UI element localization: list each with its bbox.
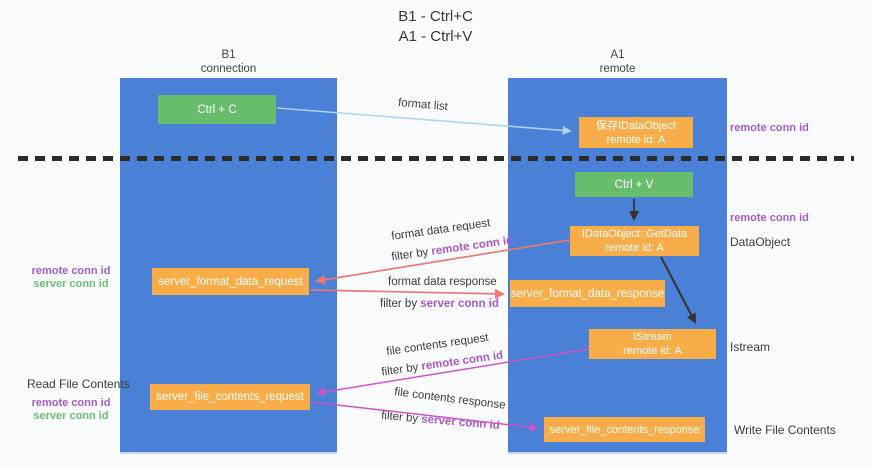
node-format-response-label: server_format_data_response [510,287,665,300]
node-server-file-contents-request: server_file_contents_request [150,384,310,410]
node-ctrl-v: Ctrl + V [575,172,693,197]
lane-b1-title: B1 [221,49,236,61]
node-getdata-line1: IDataObject::GetData [581,228,688,240]
node-ctrl-v-label: Ctrl + V [614,178,654,191]
node-server-file-contents-response: server_file_contents_response [544,417,705,442]
node-save-dataobject-line1: 保存IDataObject [595,119,677,132]
label-istream: Istream [730,340,771,354]
node-file-request-label: server_file_contents_request [156,391,304,403]
label-remote-conn-id-top-right: remote conn id [730,122,809,134]
label-read-file-contents: Read File Contents [27,377,130,391]
lane-b1-subtitle: connection [200,63,257,75]
node-istream: IStream remote id: A [589,329,716,359]
phase-separator [18,156,854,161]
diagram-title: B1 - Ctrl+C A1 - Ctrl+V [0,7,871,47]
node-save-dataobject: 保存IDataObject remote id: A [579,117,693,148]
node-format-request-label: server_format_data_request [158,275,303,288]
label-remote-conn-id-mid-right: remote conn id [730,212,809,224]
label-conn-ids-left: remote conn id server conn id [31,265,111,290]
node-idataobject-getdata: IDataObject::GetData remote id: A [570,226,699,256]
lane-a1-subtitle: remote [599,63,636,75]
label-write-file-contents: Write File Contents [734,423,836,437]
node-server-format-data-response: server_format_data_response [510,280,665,307]
label-filter-server-2: filter by server conn id [380,409,501,433]
format-data-response-arrow [310,288,505,299]
label-filter-server-1: filter by server conn id [380,298,499,310]
node-istream-line2: remote id: A [623,345,682,357]
lane-a1-title: A1 [610,49,625,61]
node-ctrl-c: Ctrl + C [158,95,276,124]
node-file-response-label: server_file_contents_response [549,423,700,436]
label-format-data-response: format data response [388,276,497,288]
node-getdata-line2: remote id: A [605,242,664,254]
node-save-dataobject-line2: remote id: A [606,133,666,146]
node-ctrl-c-label: Ctrl + C [197,103,237,116]
lane-header-a1: A1 remote [508,48,727,76]
node-server-format-data-request: server_format_data_request [152,268,309,295]
label-format-list: format list [397,96,449,114]
title-line-1: B1 - Ctrl+C [398,8,473,25]
label-file-contents-response: file contents response [393,386,507,412]
lane-header-b1: B1 connection [120,48,337,76]
label-conn-ids-bottom-left: remote conn id server conn id [31,397,111,422]
title-line-2: A1 - Ctrl+V [398,28,473,45]
label-dataobject: DataObject [730,235,791,249]
node-istream-line1: IStream [633,331,672,343]
